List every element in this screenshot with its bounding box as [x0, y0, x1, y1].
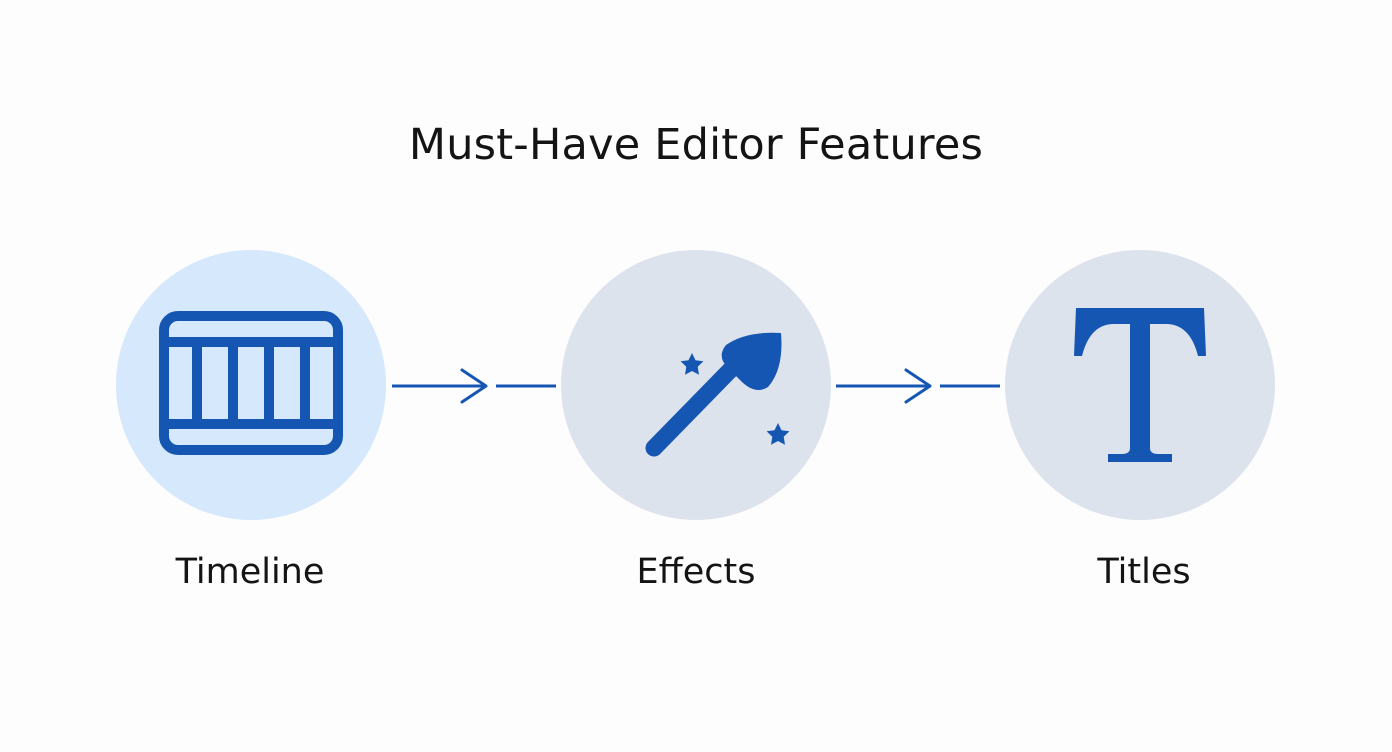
diagram-title: Must-Have Editor Features	[408, 120, 984, 170]
connector-arrow-1	[390, 366, 560, 406]
step-label-effects: Effects	[636, 552, 756, 592]
step-circle-titles	[1005, 250, 1275, 520]
connector-arrow-2	[834, 366, 1004, 406]
timeline-icon	[156, 308, 346, 462]
step-label-titles: Titles	[1097, 552, 1191, 592]
step-effects	[561, 250, 831, 520]
magic-wand-icon	[596, 283, 796, 487]
step-titles	[1005, 250, 1275, 520]
text-t-icon	[1070, 298, 1210, 472]
step-timeline	[116, 250, 386, 520]
step-circle-timeline	[116, 250, 386, 520]
step-circle-effects	[561, 250, 831, 520]
step-label-timeline: Timeline	[175, 552, 325, 592]
